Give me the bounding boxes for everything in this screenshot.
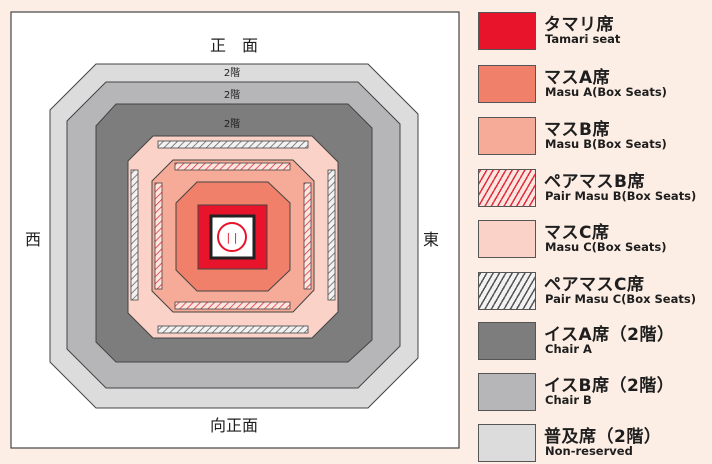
legend-label-jp: タマリ席 bbox=[544, 15, 614, 35]
legend-swatch-chair-b bbox=[478, 373, 536, 411]
legend-swatch-pair-masu-c bbox=[478, 272, 536, 310]
floor-label-2: 2階 bbox=[224, 89, 240, 101]
legend-label-jp: マスA席 bbox=[544, 68, 611, 88]
legend-item-chair-b: イスB席（2階） Chair B bbox=[478, 373, 710, 413]
legend-label-jp: ペアマスB席 bbox=[544, 172, 645, 192]
legend-label-en: Chair A bbox=[545, 342, 592, 356]
legend-swatch-masu-a bbox=[478, 65, 536, 103]
pair-masu-c-strip-west bbox=[130, 169, 139, 301]
legend-label-jp: ペアマスC席 bbox=[544, 275, 645, 295]
legend-item-masu-c: マスC席 Masu C(Box Seats) bbox=[478, 220, 710, 260]
legend-label-en: Pair Masu C(Box Seats) bbox=[545, 292, 696, 306]
legend-label-jp: マスB席 bbox=[544, 120, 610, 140]
legend-item-masu-a: マスA席 Masu A(Box Seats) bbox=[478, 65, 710, 105]
direction-east-label: 東 bbox=[423, 230, 439, 249]
legend-item-chair-a: イスA席（2階） Chair A bbox=[478, 322, 710, 362]
legend-label-jp: マスC席 bbox=[544, 223, 610, 243]
legend-label-jp: イスB席（2階） bbox=[544, 376, 675, 396]
pair-masu-c-strip-south bbox=[157, 325, 309, 334]
pair-masu-b-strip-south bbox=[174, 301, 291, 310]
floor-label-3: 2階 bbox=[224, 118, 240, 130]
legend-label-jp: イスA席（2階） bbox=[544, 325, 675, 345]
legend-label-en: Non-reserved bbox=[545, 444, 633, 458]
legend-label-en: Tamari seat bbox=[545, 32, 621, 46]
pair-masu-b-strip-west bbox=[154, 182, 163, 290]
legend-swatch-masu-b bbox=[478, 117, 536, 155]
legend-label-en: Masu B(Box Seats) bbox=[545, 137, 667, 151]
legend-label-en: Pair Masu B(Box Seats) bbox=[545, 189, 697, 203]
floor-label-1: 2階 bbox=[224, 67, 240, 79]
pair-masu-b-strip-east bbox=[303, 182, 312, 290]
legend-label-en: Chair B bbox=[545, 393, 592, 407]
legend-label-jp: 普及席（2階） bbox=[544, 427, 662, 447]
legend-label-en: Masu C(Box Seats) bbox=[545, 240, 667, 254]
ring-circle bbox=[217, 222, 247, 252]
pair-masu-b-strip-north bbox=[174, 162, 291, 171]
legend-swatch-chair-a bbox=[478, 322, 536, 360]
legend-item-tamari: タマリ席 Tamari seat bbox=[478, 12, 710, 52]
ring-mark: | | bbox=[227, 231, 238, 244]
legend-item-pair-masu-b: ペアマスB席 Pair Masu B(Box Seats) bbox=[478, 169, 710, 209]
legend-item-masu-b: マスB席 Masu B(Box Seats) bbox=[478, 117, 710, 157]
direction-north-label: 正 面 bbox=[210, 36, 258, 55]
legend-swatch-tamari bbox=[478, 12, 536, 50]
legend-label-en: Masu A(Box Seats) bbox=[545, 85, 667, 99]
pair-masu-c-strip-east bbox=[327, 169, 336, 301]
legend-item-pair-masu-c: ペアマスC席 Pair Masu C(Box Seats) bbox=[478, 272, 710, 312]
legend-swatch-masu-c bbox=[478, 220, 536, 258]
direction-west-label: 西 bbox=[25, 230, 41, 249]
pair-masu-c-strip-north bbox=[157, 140, 309, 149]
legend-swatch-pair-masu-b bbox=[478, 169, 536, 207]
direction-south-label: 向正面 bbox=[210, 416, 258, 435]
legend-swatch-non-reserved bbox=[478, 424, 536, 462]
legend-item-non-reserved: 普及席（2階） Non-reserved bbox=[478, 424, 710, 464]
